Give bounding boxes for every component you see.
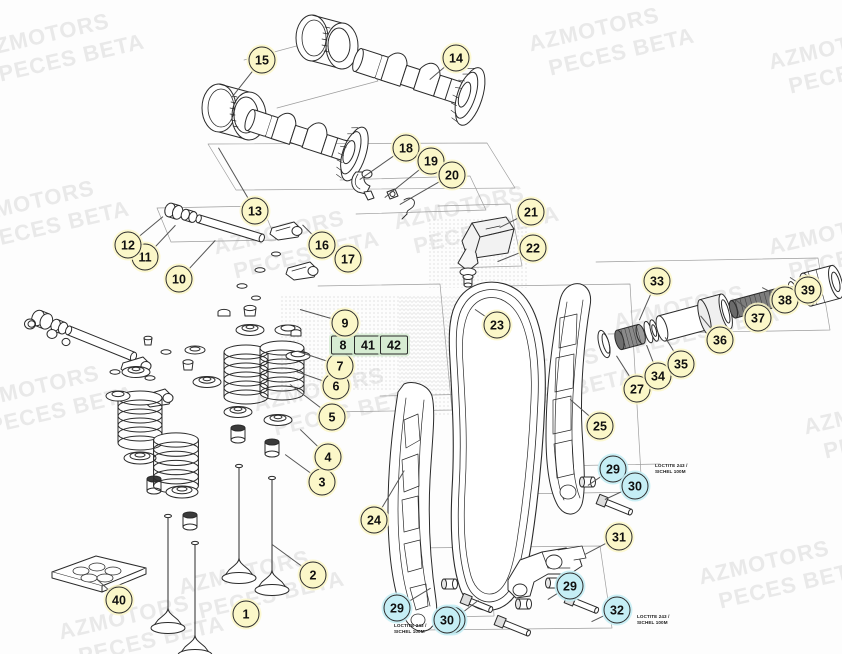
loctite-note-2: LOCTITE 243 / SICHEL 100M bbox=[637, 614, 670, 626]
part-callout-7[interactable]: 7 bbox=[326, 352, 354, 380]
part-callout-4[interactable]: 4 bbox=[314, 443, 342, 471]
part-callout-9[interactable]: 9 bbox=[331, 309, 359, 337]
part-callout-3[interactable]: 3 bbox=[308, 468, 336, 496]
loctite-note-1: LOCTITE 243 / SICHEL 100M bbox=[655, 463, 688, 475]
part-callout-12[interactable]: 12 bbox=[114, 231, 142, 259]
part-callout-40[interactable]: 40 bbox=[105, 586, 133, 614]
part-callout-1[interactable]: 1 bbox=[232, 600, 260, 628]
part-callout-29[interactable]: 29 bbox=[599, 455, 627, 483]
part-callout-22[interactable]: 22 bbox=[519, 234, 547, 262]
part-callout-34[interactable]: 34 bbox=[644, 362, 672, 390]
part-callout-25[interactable]: 25 bbox=[586, 412, 614, 440]
part-callout-30[interactable]: 30 bbox=[433, 606, 461, 634]
part-callout-15[interactable]: 15 bbox=[248, 46, 276, 74]
loctite-note-3: LOCTITE 243 / SICHEL 100M bbox=[394, 623, 427, 635]
part-callout-32[interactable]: 32 bbox=[603, 596, 631, 624]
part-callout-36[interactable]: 36 bbox=[706, 326, 734, 354]
part-callout-17[interactable]: 17 bbox=[334, 245, 362, 273]
part-callout-33[interactable]: 33 bbox=[643, 267, 671, 295]
part-callout-18[interactable]: 18 bbox=[392, 134, 420, 162]
part-callout-29[interactable]: 29 bbox=[556, 572, 584, 600]
part-callout-2[interactable]: 2 bbox=[299, 561, 327, 589]
part-callout-10[interactable]: 10 bbox=[165, 265, 193, 293]
part-callout-5[interactable]: 5 bbox=[318, 403, 346, 431]
part-callout-38[interactable]: 38 bbox=[771, 286, 799, 314]
part-callout-42[interactable]: 42 bbox=[380, 335, 408, 355]
part-callout-21[interactable]: 21 bbox=[517, 198, 545, 226]
part-callout-35[interactable]: 35 bbox=[667, 350, 695, 378]
part-callout-14[interactable]: 14 bbox=[442, 44, 470, 72]
part-callout-39[interactable]: 39 bbox=[794, 276, 822, 304]
part-callout-29[interactable]: 29 bbox=[383, 594, 411, 622]
part-callout-31[interactable]: 31 bbox=[605, 523, 633, 551]
part-callout-20[interactable]: 20 bbox=[438, 161, 466, 189]
part-callout-8[interactable]: 8 bbox=[331, 335, 355, 355]
part-callout-23[interactable]: 23 bbox=[483, 311, 511, 339]
part-callout-24[interactable]: 24 bbox=[360, 506, 388, 534]
part-callout-41[interactable]: 41 bbox=[354, 335, 382, 355]
part-callout-16[interactable]: 16 bbox=[308, 231, 336, 259]
part-callout-37[interactable]: 37 bbox=[744, 304, 772, 332]
part-callout-30[interactable]: 30 bbox=[621, 472, 649, 500]
part-callout-13[interactable]: 13 bbox=[241, 197, 269, 225]
